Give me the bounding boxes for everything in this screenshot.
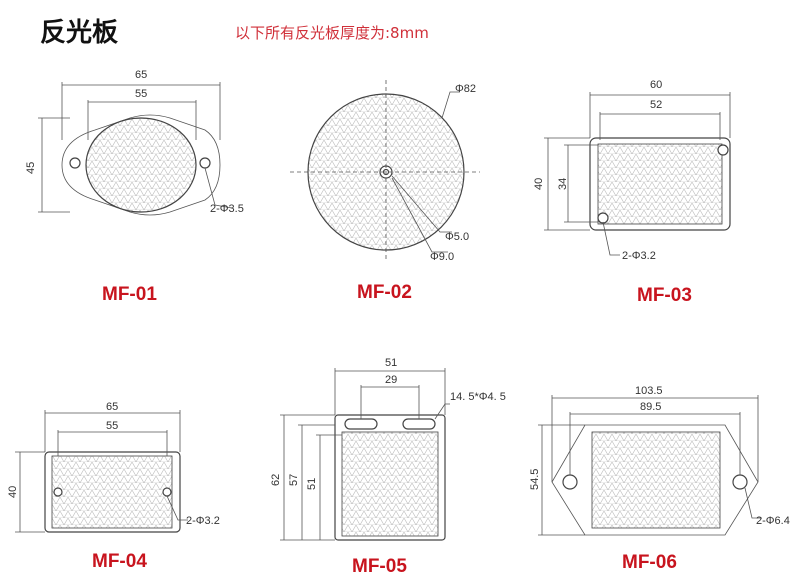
mf02-label: MF-02 bbox=[357, 282, 412, 303]
mf06-drawing: 103.5 89.5 54.5 2-Φ6.4 bbox=[529, 385, 790, 536]
mf04-label: MF-04 bbox=[92, 551, 147, 572]
mf06-dim-h: 54.5 bbox=[529, 469, 541, 490]
mf03-drawing: 60 52 40 34 2-Φ3.2 bbox=[533, 79, 731, 262]
mf02-dim-c1: Φ5.0 bbox=[445, 231, 469, 243]
mf01-dim-hole: 2-Φ3.5 bbox=[210, 203, 244, 215]
mf05-dim-h3: 51 bbox=[306, 478, 318, 490]
mf05-dim-h2: 57 bbox=[288, 474, 300, 486]
mf05-drawing: 51 29 14. 5*Φ4. 5 62 57 51 bbox=[270, 357, 506, 541]
mf03-dim-w1: 60 bbox=[650, 79, 662, 91]
mf02-drawing: Φ82 Φ5.0 Φ9.0 bbox=[290, 80, 480, 263]
mf01-label: MF-01 bbox=[102, 284, 157, 305]
mf06-dim-w1: 103.5 bbox=[635, 385, 663, 397]
mf04-dim-w2: 55 bbox=[106, 420, 118, 432]
mf06-label: MF-06 bbox=[622, 552, 677, 573]
mf03-dim-w2: 52 bbox=[650, 99, 662, 111]
mf01-dim-h: 45 bbox=[25, 162, 37, 174]
mf06-dim-w2: 89.5 bbox=[640, 401, 661, 413]
mf06-dim-hole: 2-Φ6.4 bbox=[756, 515, 790, 527]
mf01-dim-w2: 55 bbox=[135, 88, 147, 100]
mf05-dim-h1: 62 bbox=[270, 474, 282, 486]
mf04-dim-w1: 65 bbox=[106, 401, 118, 413]
mf03-dim-h2: 34 bbox=[557, 178, 569, 190]
mf04-drawing: 65 55 40 2-Φ3.2 bbox=[7, 401, 220, 533]
mf05-dim-w2: 29 bbox=[385, 374, 397, 386]
thickness-note: 以下所有反光板厚度为:8mm bbox=[235, 24, 429, 42]
mf01-drawing: 65 55 45 2-Φ3.5 bbox=[25, 69, 244, 216]
mf05-label: MF-05 bbox=[352, 556, 407, 577]
mf04-dim-h: 40 bbox=[7, 486, 19, 498]
page-title: 反光板 bbox=[40, 18, 119, 48]
mf05-dim-w1: 51 bbox=[385, 357, 397, 369]
mf03-dim-hole: 2-Φ3.2 bbox=[622, 250, 656, 262]
mf04-dim-hole: 2-Φ3.2 bbox=[186, 515, 220, 527]
mf03-label: MF-03 bbox=[637, 285, 692, 306]
mf05-dim-slot: 14. 5*Φ4. 5 bbox=[450, 391, 506, 403]
mf03-dim-h1: 40 bbox=[533, 178, 545, 190]
mf02-dim-d: Φ82 bbox=[455, 83, 476, 95]
mf02-dim-c2: Φ9.0 bbox=[430, 251, 454, 263]
mf01-dim-w1: 65 bbox=[135, 69, 147, 81]
